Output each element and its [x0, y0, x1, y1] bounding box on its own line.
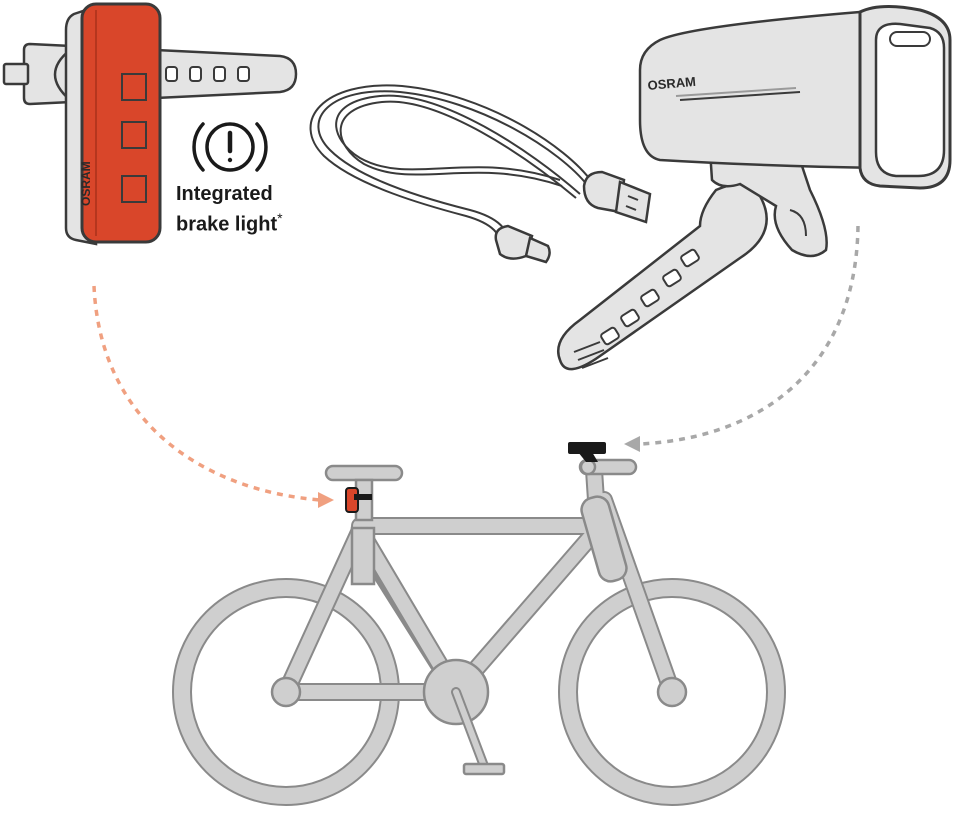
rear-hub	[270, 676, 302, 708]
brake-warning-icon	[192, 122, 268, 172]
tail-light-lens-marks	[121, 73, 147, 203]
headlight-placement-arrow	[624, 225, 860, 452]
tail-light-brand: OSRAM	[79, 161, 93, 206]
mounted-tail-light	[345, 487, 372, 513]
pedal	[462, 762, 506, 776]
tail-light-clip	[2, 62, 30, 86]
tail-light-placement-arrow	[92, 285, 334, 508]
headlight-strap-holes	[600, 248, 700, 346]
tail-light: OSRAM	[2, 2, 298, 246]
bicycle	[172, 442, 786, 806]
usb-cable	[309, 84, 593, 245]
brake-light-label-line1: Integrated	[176, 183, 273, 205]
headlight-brand: OSRAM	[647, 74, 697, 93]
usb-a-connector-icon	[582, 170, 652, 224]
front-hub	[656, 676, 688, 708]
headlight-mount	[708, 148, 828, 258]
brake-light-footnote-mark: *	[277, 210, 283, 226]
brake-light-label: Integrated brake light*	[176, 182, 283, 237]
head-tube	[580, 495, 628, 583]
tail-strap-holes	[165, 66, 250, 82]
mounted-headlight	[568, 442, 606, 462]
saddle	[324, 464, 404, 482]
usb-c-connector-icon	[494, 224, 551, 264]
headlight-lens	[874, 22, 946, 178]
brake-light-label-line2: brake light	[176, 213, 278, 236]
headlight: OSRAM	[557, 5, 952, 371]
